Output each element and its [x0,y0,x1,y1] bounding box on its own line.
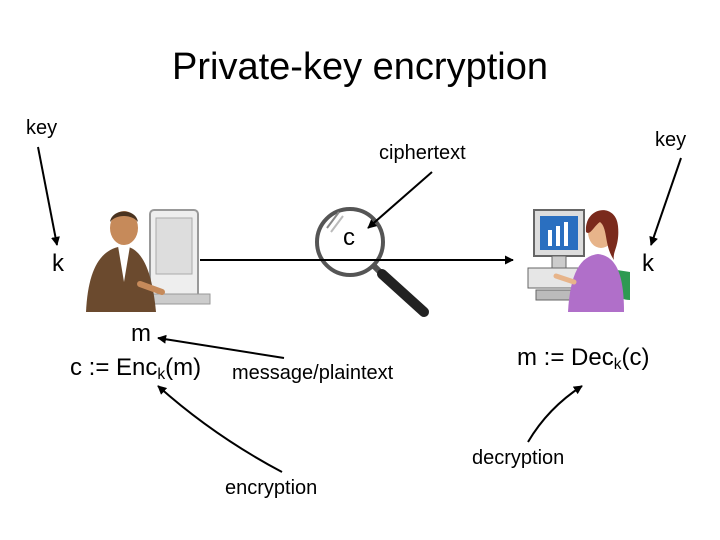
encryption-label: encryption [225,477,318,499]
sender-person-icon [86,209,211,312]
key-label-left: key [26,117,58,139]
arrow-plaintext-to-m [157,334,285,359]
arrow-key-to-k-left [37,146,60,246]
magnifier-icon [315,207,429,317]
receiver-person-icon [527,209,630,312]
k-label-left: k [52,250,64,277]
ciphertext-label: ciphertext [379,142,466,164]
m-label-left: m [131,320,151,347]
k-label-right: k [642,250,654,277]
arrow-ciphertext-to-c [367,171,433,229]
encryption-formula: c := Enck(m) [70,354,202,383]
decryption-formula: m := Deck(c) [517,344,650,373]
arrow-decryption-label [527,385,583,443]
c-label: c [343,224,355,251]
arrow-key-to-k-right [649,157,682,246]
message-plaintext-label: message/plaintext [232,362,394,384]
key-label-right: key [655,129,687,151]
decryption-label: decryption [472,447,565,469]
page-title: Private-key encryption [172,46,548,88]
arrow-encryption-label [157,385,283,473]
